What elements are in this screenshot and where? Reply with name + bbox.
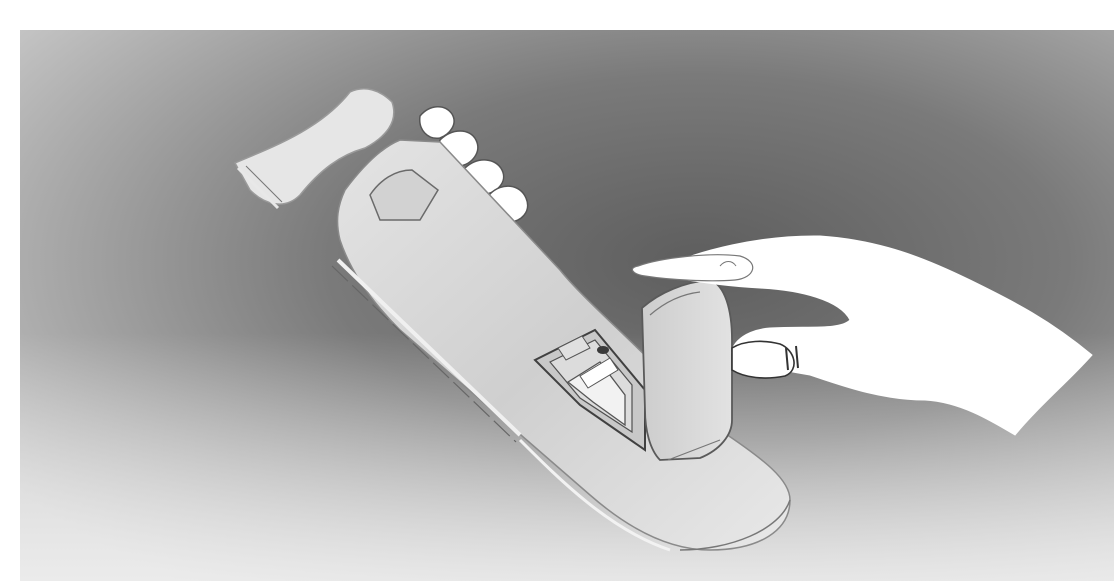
battery-cover-icon	[642, 280, 732, 460]
illustration-panel	[20, 30, 1114, 581]
remote-battery-illustration	[20, 30, 1114, 581]
